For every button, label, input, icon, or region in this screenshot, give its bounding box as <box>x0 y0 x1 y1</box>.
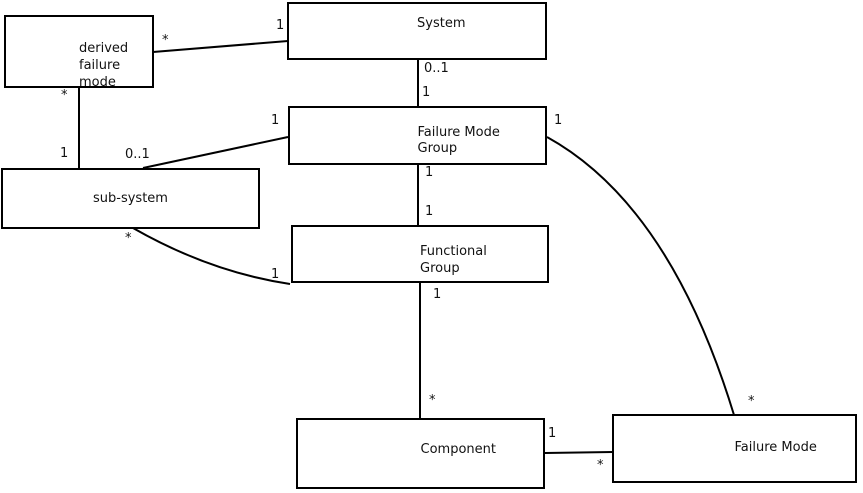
node-label: Functional Group <box>420 244 487 276</box>
node-sub-system: sub-system <box>1 168 260 229</box>
multiplicity-label: * <box>162 33 169 48</box>
multiplicity-label: 1 <box>554 113 563 128</box>
multiplicity-label: * <box>748 394 755 409</box>
edge-failure-mode-group-failure-mode <box>546 136 735 416</box>
node-label: System <box>417 16 466 31</box>
node-label: sub-system <box>93 191 168 206</box>
node-system: System <box>287 2 547 60</box>
multiplicity-label: 1 <box>271 113 280 128</box>
edge-failure-mode-group-sub-system <box>142 136 289 169</box>
multiplicity-label: 1 <box>425 204 434 219</box>
multiplicity-label: 1 <box>548 426 557 441</box>
multiplicity-label: 1 <box>60 146 69 161</box>
node-component: Component <box>296 418 545 489</box>
node-failure-mode-group: Failure Mode Group <box>288 106 547 165</box>
multiplicity-label: * <box>597 458 604 473</box>
multiplicity-label: 1 <box>425 165 434 180</box>
node-label: Component <box>420 442 496 457</box>
node-failure-mode: Failure Mode <box>612 414 857 483</box>
multiplicity-label: 0..1 <box>424 61 449 76</box>
node-label: Failure Mode <box>734 440 817 455</box>
node-functional-group: Functional Group <box>291 225 549 283</box>
multiplicity-label: * <box>429 393 436 408</box>
edge-sub-system-functional-group <box>132 227 291 285</box>
edge-derived-failure-mode-system <box>152 40 289 53</box>
multiplicity-label: 1 <box>276 18 285 33</box>
node-label: derived failure mode <box>79 41 129 90</box>
edge-component-failure-mode <box>544 451 614 454</box>
multiplicity-label: 1 <box>271 267 280 282</box>
multiplicity-label: 0..1 <box>125 147 150 162</box>
multiplicity-label: 1 <box>422 85 431 100</box>
node-label: Failure Mode Group <box>417 125 500 156</box>
multiplicity-label: 1 <box>433 287 442 302</box>
multiplicity-label: * <box>125 231 132 246</box>
multiplicity-label: * <box>61 88 68 103</box>
node-derived-failure-mode: derived failure mode <box>4 15 154 90</box>
